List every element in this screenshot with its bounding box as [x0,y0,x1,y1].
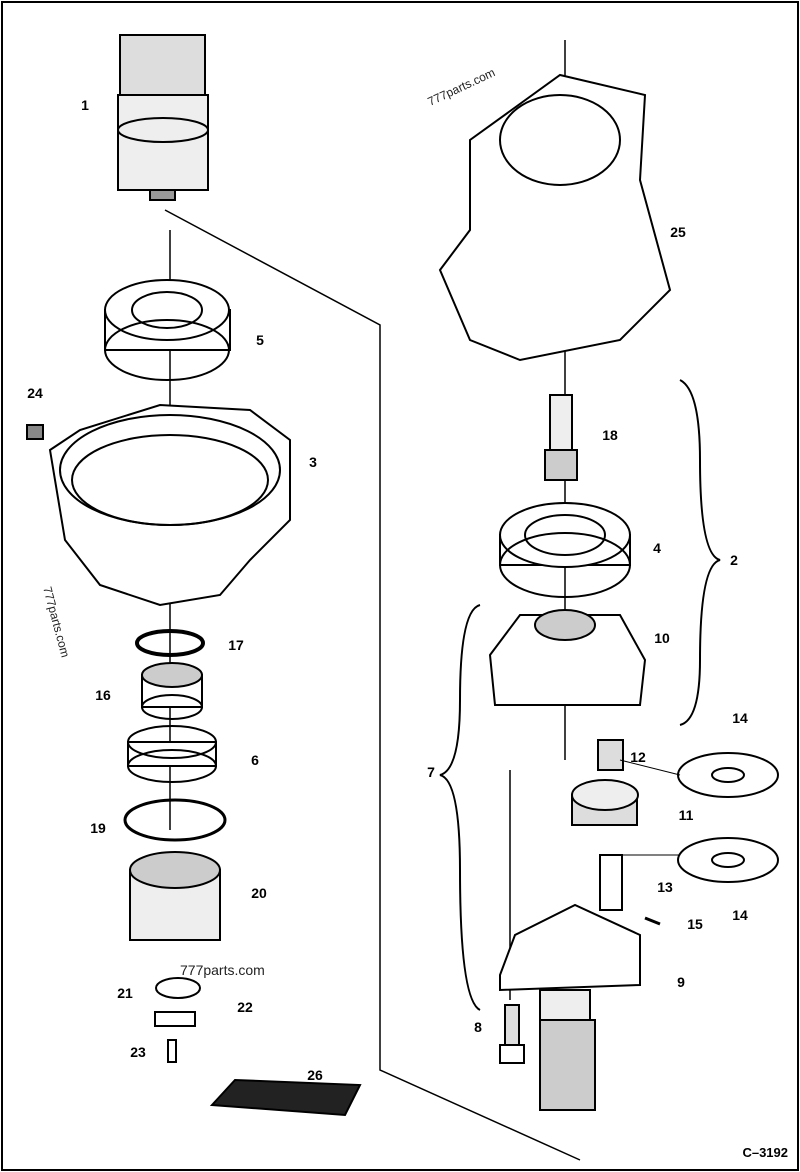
callout-24: 24 [27,385,43,401]
part-11-planet-gear [571,779,639,826]
callout-25: 25 [670,224,686,240]
part-6-bearing-race [127,725,217,783]
callout-7: 7 [427,764,435,780]
part-19-snap-ring [123,798,227,842]
callout-26: 26 [307,1067,323,1083]
part-20-sun-gear [129,851,221,941]
callout-8: 8 [474,1019,482,1035]
callout-1: 1 [81,97,89,113]
callout-14-top: 14 [732,710,748,726]
part-5-bearing [104,279,231,381]
callout-11: 11 [678,807,694,823]
callout-18: 18 [602,427,618,443]
part-10-carrier [488,609,647,706]
part-14-thrust-washer [677,752,779,798]
part-3-ring-gear-housing [48,403,291,607]
callout-20: 20 [251,885,267,901]
part-17-o-ring [135,629,205,657]
callout-23: 23 [130,1044,146,1060]
callout-21: 21 [117,985,133,1001]
watermark: 777parts.com [180,962,265,978]
part-14-thrust-washer [677,837,779,883]
callout-17: 17 [228,637,244,653]
callout-9: 9 [677,974,685,990]
part-4-bearing [499,502,631,598]
callout-4: 4 [653,540,661,556]
callout-13: 13 [657,879,673,895]
callout-10: 10 [654,630,670,646]
brace-2 [679,379,721,726]
part-18-shaft [544,394,578,481]
callout-19: 19 [90,820,106,836]
callout-3: 3 [309,454,317,470]
part-8-bolt [499,1004,525,1064]
part-21-thrust-plate [155,977,201,999]
part-25-gearbox-housing [438,73,672,362]
part-23-bolt [167,1039,177,1063]
part-1-hydraulic-motor [117,34,209,201]
part-13-planet-pin [599,854,623,911]
callout-12: 12 [630,749,646,765]
callout-2: 2 [730,552,738,568]
callout-5: 5 [256,332,264,348]
part-9-output-shaft [499,903,641,1111]
drawing-code: C–3192 [742,1145,788,1160]
part-15-roll-pin [644,916,661,926]
brace-7 [439,604,481,1011]
part-16-bushing [141,662,203,720]
callout-6: 6 [251,752,259,768]
part-12-needle-bearing [597,739,624,771]
part-24-plug [26,424,44,440]
callout-14-bottom: 14 [732,907,748,923]
callout-16: 16 [95,687,111,703]
callout-22: 22 [237,999,253,1015]
part-26-decal [209,1078,362,1117]
part-22-lock-plate [154,1011,196,1027]
assembly-axis-line [164,209,581,1161]
callout-15: 15 [687,916,703,932]
